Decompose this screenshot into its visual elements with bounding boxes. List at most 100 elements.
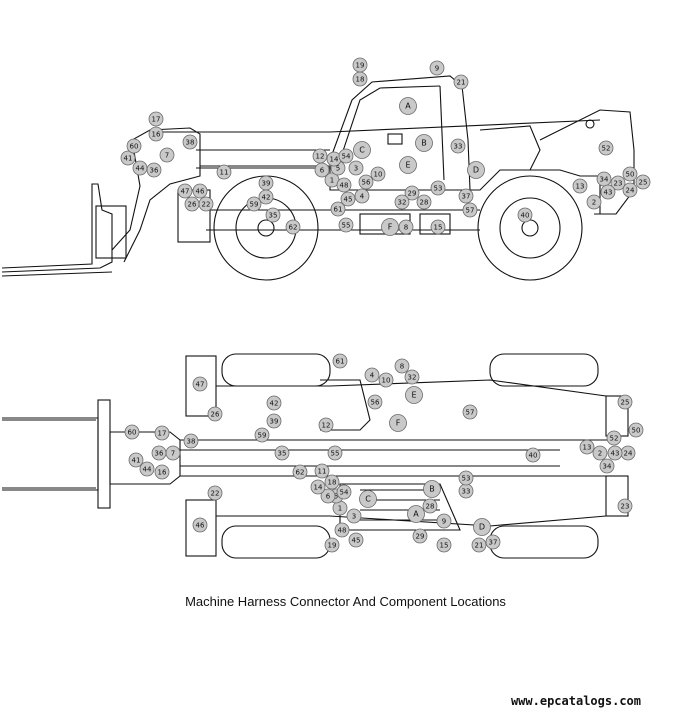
top-callout-bubble-2	[592, 445, 608, 461]
top-callout-bubble-43	[607, 445, 623, 461]
top-callout-label-5: 5	[334, 493, 338, 501]
side-callout-label-37: 37	[462, 193, 471, 201]
side-callout-bubble-40	[517, 207, 533, 223]
side-callout-label-2: 2	[592, 199, 596, 207]
side-callout-label-57: 57	[466, 207, 475, 215]
side-callout-label-52: 52	[602, 145, 611, 153]
side-callout-label-19: 19	[356, 62, 365, 70]
side-callout-bubble-29	[404, 185, 420, 201]
side-callout-bubble-56	[358, 174, 374, 190]
side-callout-label-1: 1	[330, 177, 334, 185]
top-callout-label-41: 41	[132, 457, 141, 465]
side-callout-bubble-54	[338, 148, 354, 164]
top-callout-bubble-13	[579, 439, 595, 455]
top-callout-label-36: 36	[155, 450, 164, 458]
top-callout-bubble-60	[124, 424, 140, 440]
top-callout-label-3: 3	[352, 513, 356, 521]
side-callout-label-F: F	[388, 223, 393, 232]
side-callout-bubble-11	[216, 164, 232, 180]
side-callout-label-28: 28	[420, 199, 429, 207]
side-view-drawing	[1, 75, 635, 281]
side-callout-bubble-61	[330, 201, 346, 217]
side-callout-bubble-41	[120, 150, 136, 166]
top-callout-bubble-A	[407, 505, 425, 523]
top-callout-label-12: 12	[322, 422, 331, 430]
top-callout-label-D: D	[479, 523, 485, 532]
top-callout-bubble-52	[606, 430, 622, 446]
side-callout-label-39: 39	[262, 180, 271, 188]
side-callout-bubble-C	[353, 141, 371, 159]
side-callout-bubble-D	[467, 161, 485, 179]
top-callout-label-E: E	[411, 391, 416, 400]
top-callout-label-4: 4	[370, 372, 375, 380]
side-callout-label-4: 4	[360, 193, 365, 201]
top-callout-bubble-50	[628, 422, 644, 438]
top-callout-bubble-41	[128, 452, 144, 468]
top-callout-bubble-47	[192, 376, 208, 392]
side-callout-bubble-7	[159, 147, 175, 163]
top-callout-label-33: 33	[462, 488, 471, 496]
side-callout-label-54: 54	[342, 153, 351, 161]
side-callout-bubble-45	[340, 191, 356, 207]
side-callout-label-D: D	[473, 166, 479, 175]
top-callout-bubble-22	[207, 485, 223, 501]
side-callout-label-26: 26	[188, 201, 197, 209]
side-callout-label-5: 5	[336, 165, 340, 173]
side-callout-bubble-42	[258, 189, 274, 205]
side-callout-label-16: 16	[152, 131, 161, 139]
top-callout-label-59: 59	[258, 432, 267, 440]
top-callout-label-7: 7	[171, 450, 175, 458]
side-callout-bubble-46	[192, 183, 208, 199]
side-callout-bubble-50	[622, 166, 638, 182]
top-callout-bubble-40	[525, 447, 541, 463]
side-callout-label-42: 42	[262, 194, 271, 202]
top-callout-label-6: 6	[326, 493, 331, 501]
top-callout-label-2: 2	[598, 450, 602, 458]
top-callout-bubble-34	[599, 458, 615, 474]
side-callout-label-59: 59	[250, 201, 259, 209]
top-callout-label-48: 48	[338, 527, 347, 535]
side-callout-label-44: 44	[136, 165, 145, 173]
top-callout-bubble-36	[151, 445, 167, 461]
top-callout-bubble-12	[318, 417, 334, 433]
top-callout-label-57: 57	[466, 409, 475, 417]
side-callout-label-56: 56	[362, 179, 371, 187]
side-callout-label-7: 7	[165, 152, 169, 160]
top-callout-label-55: 55	[331, 450, 340, 458]
top-callout-bubble-28	[422, 498, 438, 514]
top-callout-bubble-B	[423, 480, 441, 498]
top-callout-bubble-35	[274, 445, 290, 461]
side-callout-label-41: 41	[124, 155, 133, 163]
side-callout-bubble-16	[148, 126, 164, 142]
top-callout-bubble-25	[617, 394, 633, 410]
side-callout-label-38: 38	[186, 139, 195, 147]
side-callout-label-43: 43	[604, 189, 613, 197]
side-callout-bubble-21	[453, 74, 469, 90]
top-callout-bubble-29	[412, 528, 428, 544]
top-callout-bubble-18	[324, 474, 340, 490]
top-callout-label-54: 54	[340, 489, 349, 497]
top-callout-bubble-23	[617, 498, 633, 514]
top-callout-label-10: 10	[382, 377, 391, 385]
top-callout-label-C: C	[365, 495, 371, 504]
side-callout-bubble-17	[148, 111, 164, 127]
top-callout-label-43: 43	[611, 450, 620, 458]
side-callout-label-23: 23	[614, 180, 623, 188]
top-callout-label-32: 32	[408, 374, 417, 382]
side-callout-label-12: 12	[316, 153, 325, 161]
top-callout-bubble-26	[207, 406, 223, 422]
side-callout-bubble-62	[285, 219, 301, 235]
top-callout-bubble-62	[292, 464, 308, 480]
top-callout-bubble-9	[436, 513, 452, 529]
side-view-callouts: ABCDEF1234567891011121314151617181921222…	[120, 57, 651, 236]
side-callout-label-40: 40	[521, 212, 530, 220]
side-callout-label-13: 13	[576, 183, 585, 191]
top-callout-bubble-56	[367, 394, 383, 410]
side-callout-label-21: 21	[457, 79, 466, 87]
top-callout-bubble-14	[310, 479, 326, 495]
top-callout-bubble-D	[473, 518, 491, 536]
top-callout-label-56: 56	[371, 399, 380, 407]
top-callout-label-25: 25	[621, 399, 630, 407]
side-callout-label-18: 18	[356, 76, 365, 84]
